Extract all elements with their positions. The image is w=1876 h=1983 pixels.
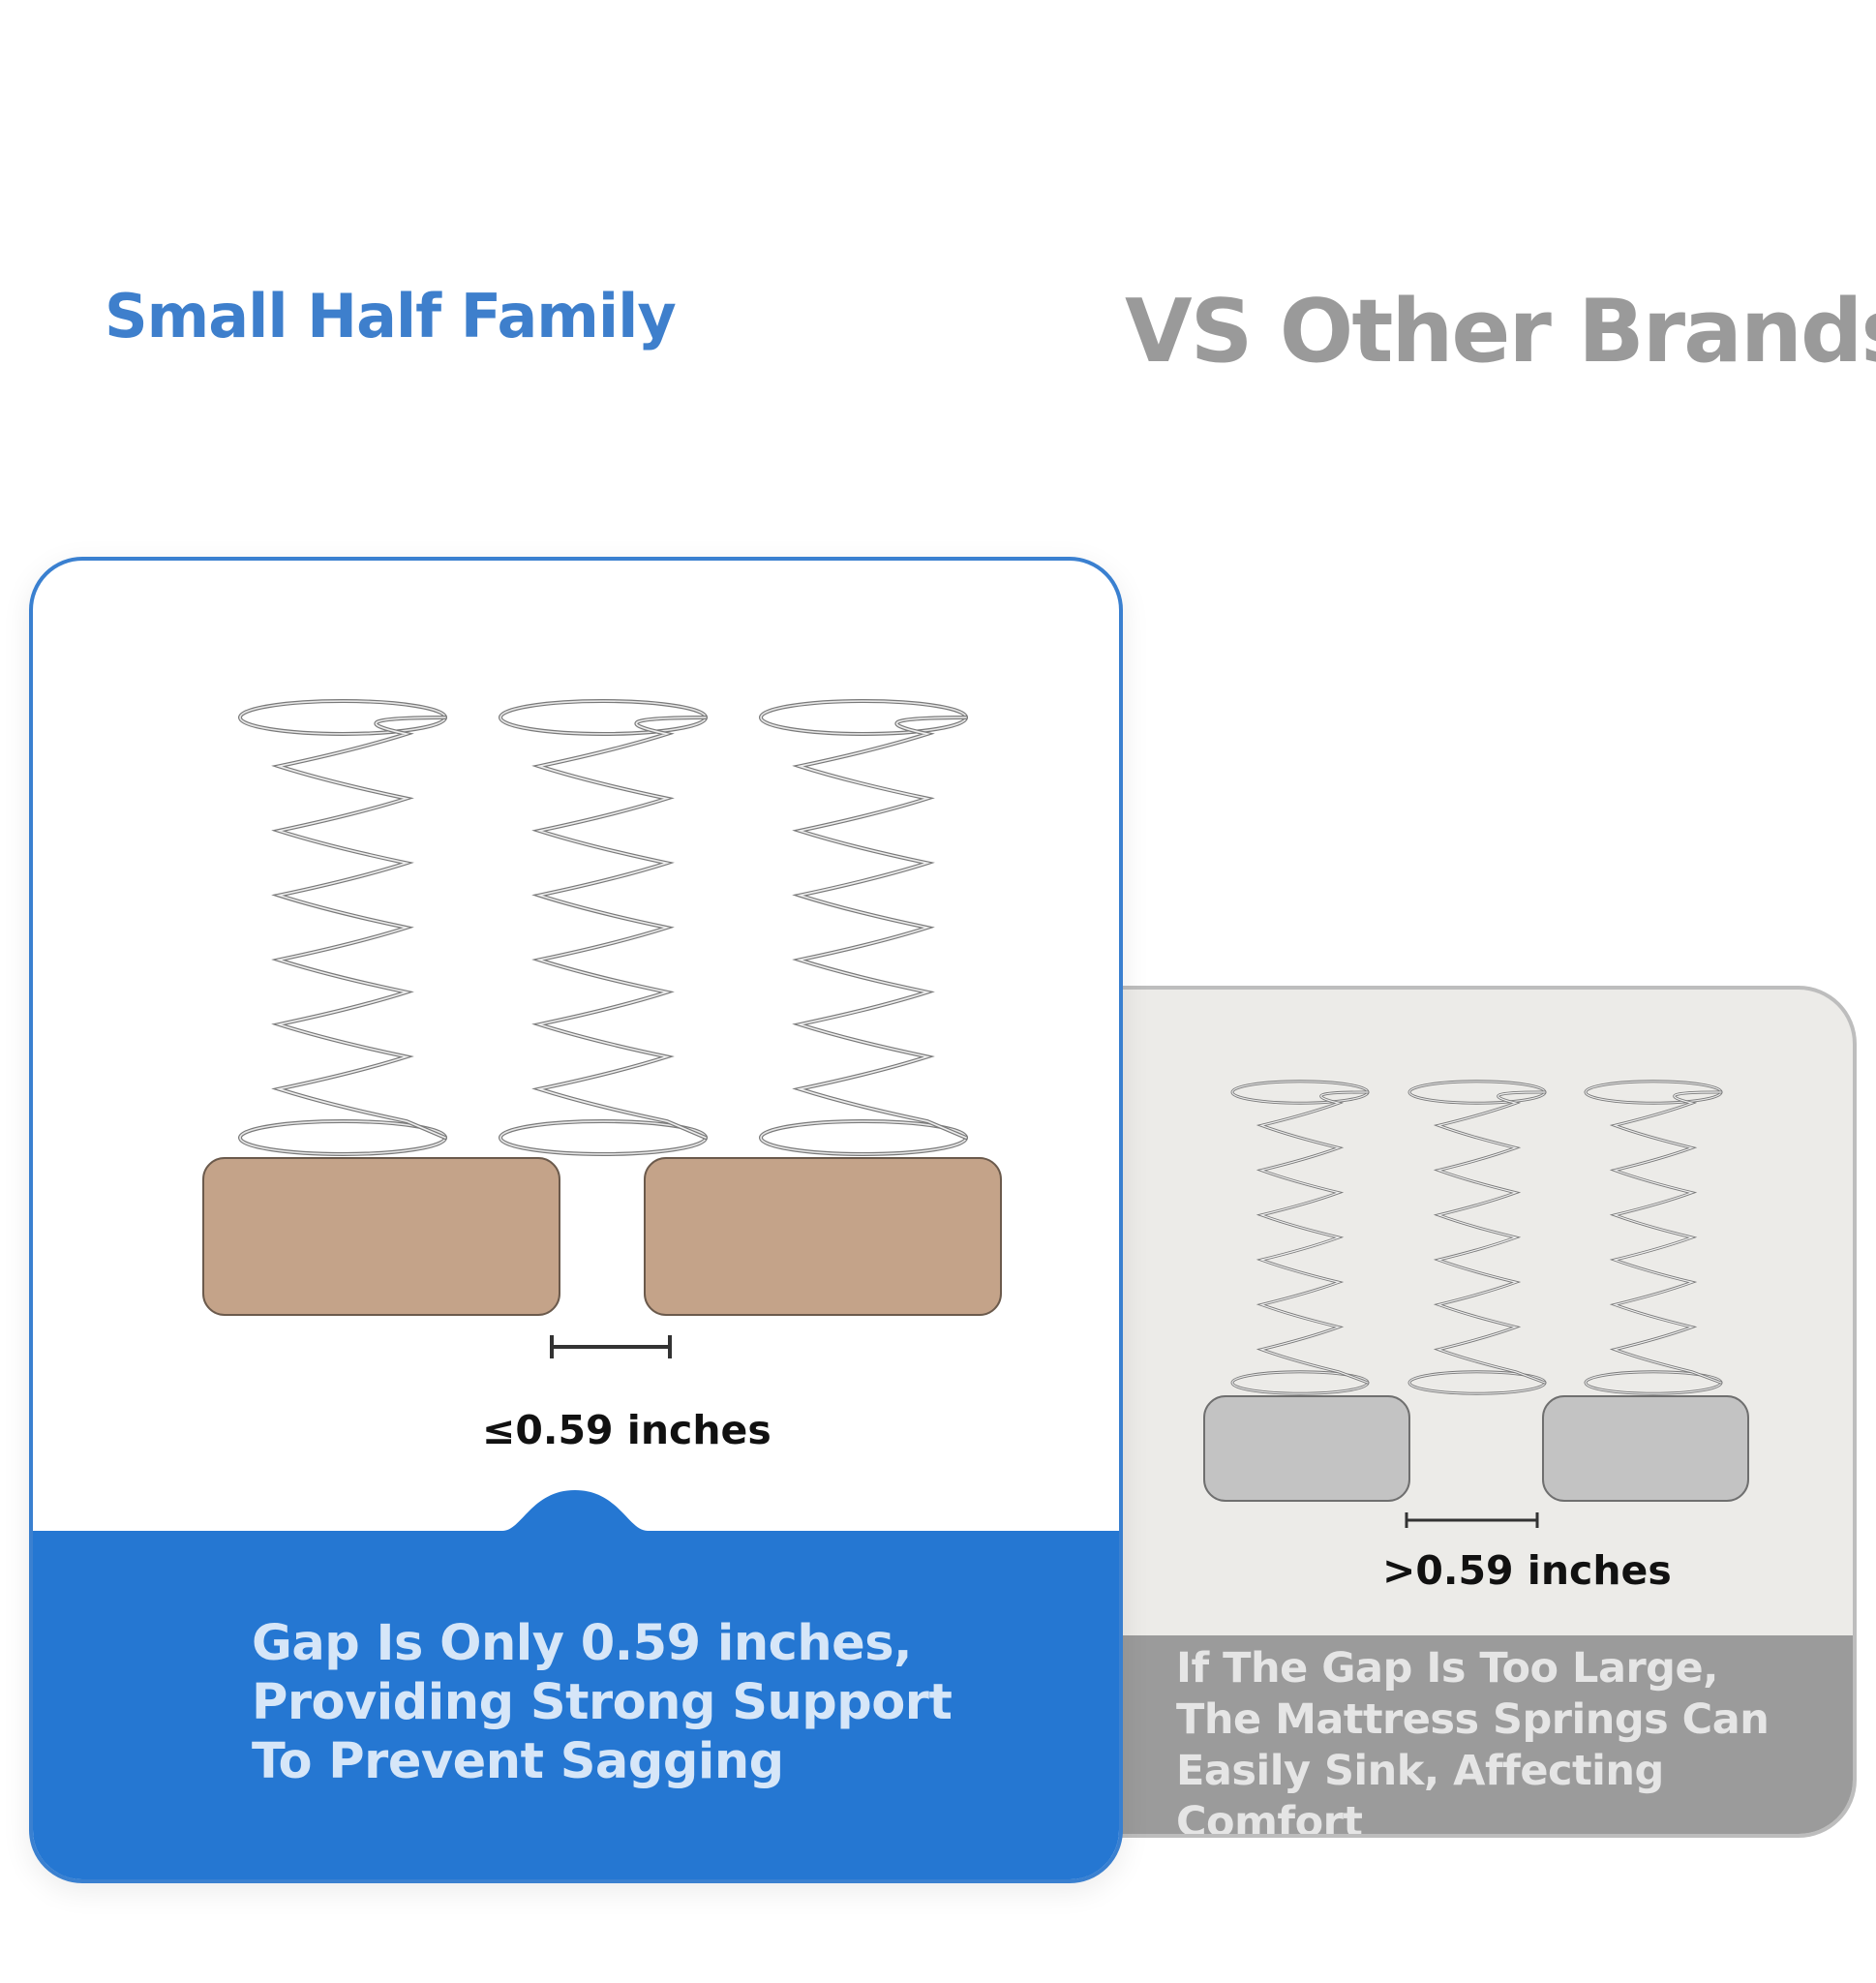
competitor-description-line: The Mattress Springs Can [1176, 1695, 1770, 1744]
support-block-icon [202, 1157, 560, 1316]
gap-measure-icon [550, 1335, 672, 1358]
competitor-description: If The Gap Is Too Large, The Mattress Sp… [1176, 1643, 1770, 1838]
competitor-description-line: Easily Sink, Affecting [1176, 1747, 1664, 1795]
competitor-illustration [1203, 1080, 1749, 1528]
competitor-card: >0.59 inches If The Gap Is Too Large, Th… [1113, 986, 1857, 1838]
brand-footer-background [33, 1490, 1119, 1879]
coil-spring-icon [499, 699, 708, 1156]
support-block-icon [1203, 1395, 1410, 1502]
support-block-icon [1542, 1395, 1749, 1502]
coil-spring-icon [1230, 1080, 1370, 1395]
support-block-icon [644, 1157, 1002, 1316]
coil-spring-icon [759, 699, 968, 1156]
brand-description: Gap Is Only 0.59 inches, Providing Stron… [252, 1614, 953, 1791]
gap-measure-icon [1405, 1512, 1539, 1528]
competitor-gap-label: >0.59 inches [1382, 1547, 1672, 1594]
brand-description-line: To Prevent Sagging [252, 1733, 784, 1790]
brand-title: Small Half Family [105, 281, 677, 351]
coil-spring-icon [1407, 1080, 1547, 1395]
brand-gap-label: ≤0.59 inches [482, 1407, 772, 1453]
brand-description-line: Providing Strong Support [252, 1674, 953, 1731]
brand-illustration [33, 699, 1119, 1879]
brand-description-line: Gap Is Only 0.59 inches, [252, 1615, 913, 1672]
competitor-description-line: If The Gap Is Too Large, [1176, 1644, 1718, 1693]
brand-card: ≤0.59 inches Gap Is Only 0.59 inches, Pr… [29, 557, 1123, 1883]
competitor-description-line: Comfort [1176, 1798, 1363, 1838]
competitor-title: VS Other Brands [1125, 281, 1876, 382]
coil-spring-icon [1584, 1080, 1723, 1395]
coil-spring-icon [238, 699, 447, 1156]
competitor-footer: If The Gap Is Too Large, The Mattress Sp… [1113, 1635, 1853, 1834]
